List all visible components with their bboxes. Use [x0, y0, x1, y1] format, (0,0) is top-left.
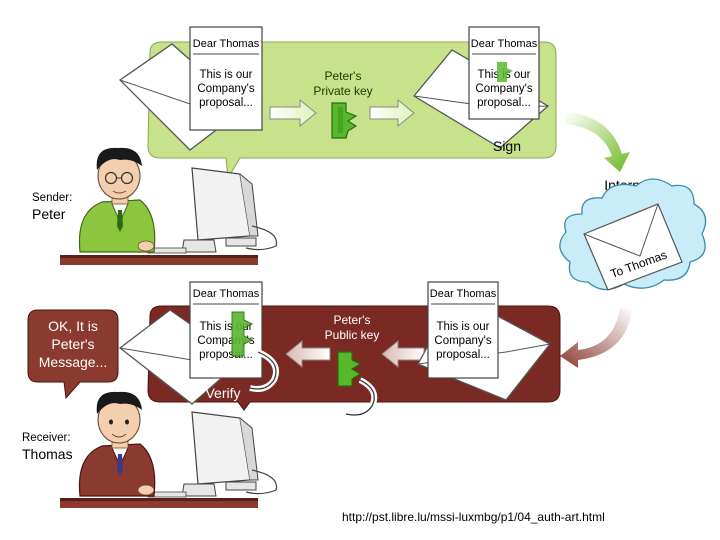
- letter-salutation: Dear Thomas: [193, 38, 260, 50]
- receiver-computer-icon: [147, 411, 278, 498]
- letter-line: This is our: [436, 321, 489, 333]
- sender-role-label: Sender:: [32, 192, 72, 204]
- internet-envelope-icon: To Thomas: [583, 203, 683, 291]
- lock-shackle-icon: [249, 349, 279, 392]
- arrow-from-internet: [560, 308, 632, 368]
- speech-bubble: OK, It is Peter's Message...: [27, 309, 119, 400]
- arrow-right-top-1: [269, 98, 317, 128]
- letter-salutation: Dear Thomas: [193, 288, 260, 300]
- private-key-icon: Peter's Private key: [313, 69, 373, 139]
- letter-line: Company's: [475, 83, 532, 95]
- signature-stamp-icon: [231, 311, 254, 357]
- arrow-to-internet: [566, 112, 630, 172]
- letter-bottom-left: Dear Thomas This is our Company's propos…: [189, 281, 263, 379]
- letter-bottom-right: Dear Thomas This is our Company's propos…: [427, 281, 499, 379]
- speech-line: OK, It is: [48, 318, 98, 334]
- letter-salutation: Dear Thomas: [471, 38, 538, 50]
- sign-label: Sign: [493, 138, 521, 154]
- sender-desk: [60, 255, 258, 265]
- letter-top-right: Dear Thomas This is our Company's propos…: [468, 26, 540, 120]
- key-label-line-1: Peter's: [325, 69, 362, 83]
- letter-line: Company's: [434, 335, 491, 347]
- letter-salutation: Dear Thomas: [430, 288, 497, 300]
- speech-line: Message...: [39, 354, 107, 370]
- letter-line: proposal...: [199, 349, 253, 361]
- sender-computer-icon: [147, 167, 278, 254]
- sender-name: Peter: [32, 206, 66, 222]
- arrow-left-bottom-1: [285, 339, 331, 369]
- receiver-role-label: Receiver:: [22, 432, 71, 444]
- letter-line: Company's: [197, 83, 254, 95]
- public-key-icon: Peter's Public key: [325, 313, 380, 418]
- key-label-line-2: Public key: [325, 328, 380, 342]
- letter-line: proposal...: [436, 349, 490, 361]
- sender-person-icon: [78, 147, 156, 253]
- receiver-name: Thomas: [22, 446, 73, 462]
- receiver-person-icon: [78, 391, 156, 497]
- signature-stamp-icon: [497, 62, 513, 82]
- letter-line: proposal...: [477, 97, 531, 109]
- letter-line: proposal...: [199, 97, 253, 109]
- key-label-line-2: Private key: [313, 84, 372, 98]
- verify-label: Verify: [205, 385, 240, 401]
- receiver-desk: [60, 498, 258, 508]
- key-label-line-1: Peter's: [334, 313, 371, 327]
- letter-line: This is our: [199, 69, 252, 81]
- arrow-right-top-2: [369, 98, 415, 128]
- source-url: http://pst.libre.lu/mssi-luxmbg/p1/04_au…: [342, 510, 605, 524]
- speech-line: Peter's: [51, 336, 94, 352]
- letter-top-left: Dear Thomas This is our Company's propos…: [189, 26, 263, 131]
